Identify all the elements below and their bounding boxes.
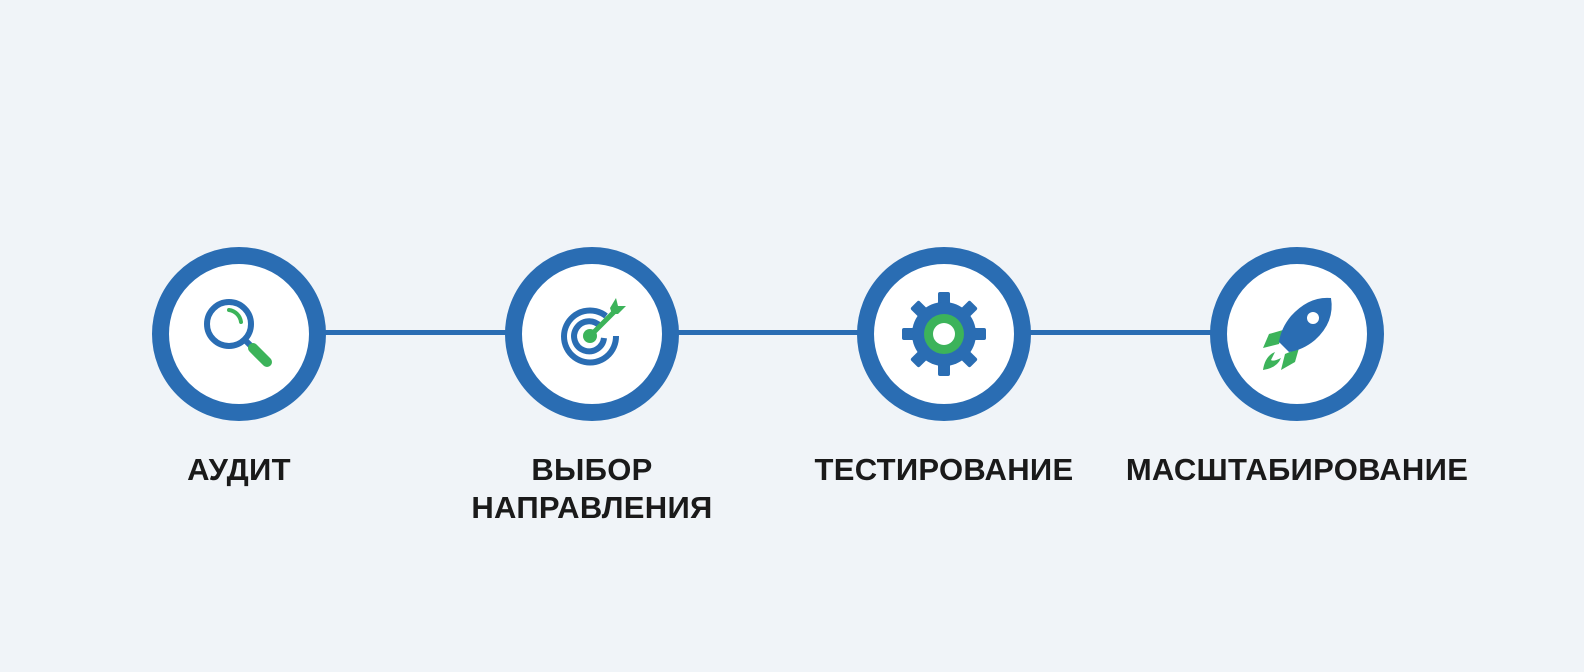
step-circle (1210, 247, 1384, 421)
step-circle (857, 247, 1031, 421)
connector-line-3-4 (1027, 330, 1221, 335)
step-label: ТЕСТИРОВАНИЕ (814, 452, 1074, 487)
step-label: АУДИТ (187, 452, 291, 487)
gear-icon (902, 292, 986, 376)
step-circle (505, 247, 679, 421)
step-circle (152, 247, 326, 421)
connector-line-1-2 (322, 330, 516, 335)
rocket-icon (1263, 297, 1332, 370)
target-with-arrow-icon (561, 298, 626, 366)
step-label: ВЫБОР НАПРАВЛЕНИЯ (471, 452, 713, 525)
magnifying-glass-icon (204, 299, 272, 367)
step-label: МАСШТАБИРОВАНИЕ (1125, 452, 1469, 487)
connector-line-2-3 (675, 330, 869, 335)
